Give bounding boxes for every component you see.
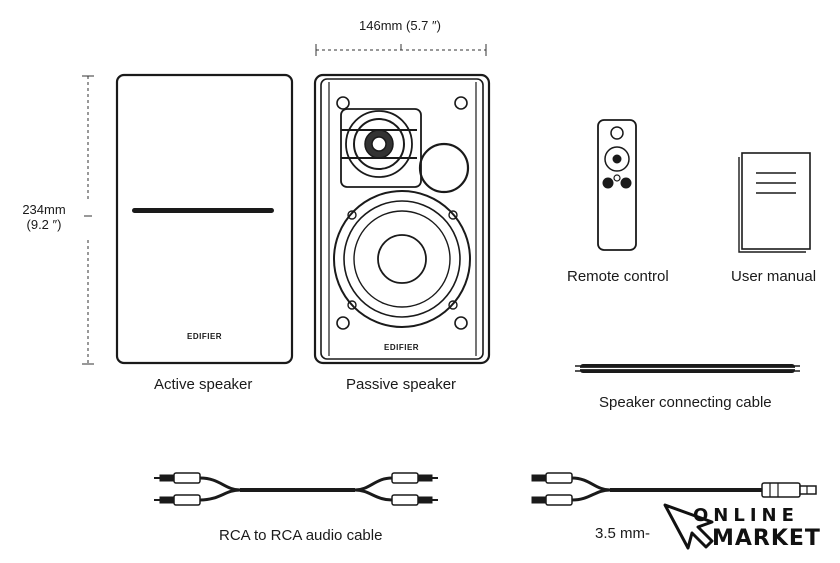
watermark-line2: MARKET (712, 526, 821, 551)
height-dimension-line (82, 75, 94, 365)
active-speaker (115, 73, 294, 365)
width-mm: 146mm (359, 18, 403, 33)
width-dimension-label: 146mm (5.7 ″) (350, 18, 450, 33)
watermark-line1: ONLINE (693, 505, 799, 526)
remote-control-drawing (597, 119, 637, 251)
aux-cable-label: 3.5 mm- (595, 525, 651, 542)
remote-control-label: Remote control (567, 268, 669, 285)
height-dimension-label: 234mm (9.2 ″) (14, 202, 74, 232)
width-in: (5.7 ″) (406, 18, 441, 33)
width-dimension-line (315, 44, 487, 56)
height-in: (9.2 ″) (26, 217, 62, 232)
passive-speaker (313, 73, 491, 365)
height-mm: 234mm (22, 202, 66, 217)
rca-cable-label: RCA to RCA audio cable (219, 527, 383, 544)
cursor-arrow-icon (663, 503, 714, 550)
brand-logo-active: EDIFIER (187, 332, 223, 341)
user-manual-drawing (738, 152, 811, 253)
brand-logo-passive: EDIFIER (384, 343, 420, 352)
speaker-cable-drawing (575, 364, 800, 373)
aux-cable-drawing (531, 472, 817, 506)
rca-cable-drawing (154, 472, 438, 506)
user-manual-label: User manual (731, 268, 817, 285)
speaker-cable-label: Speaker connecting cable (599, 394, 772, 411)
passive-speaker-label: Passive speaker (346, 376, 457, 393)
active-speaker-label: Active speaker (154, 376, 253, 393)
